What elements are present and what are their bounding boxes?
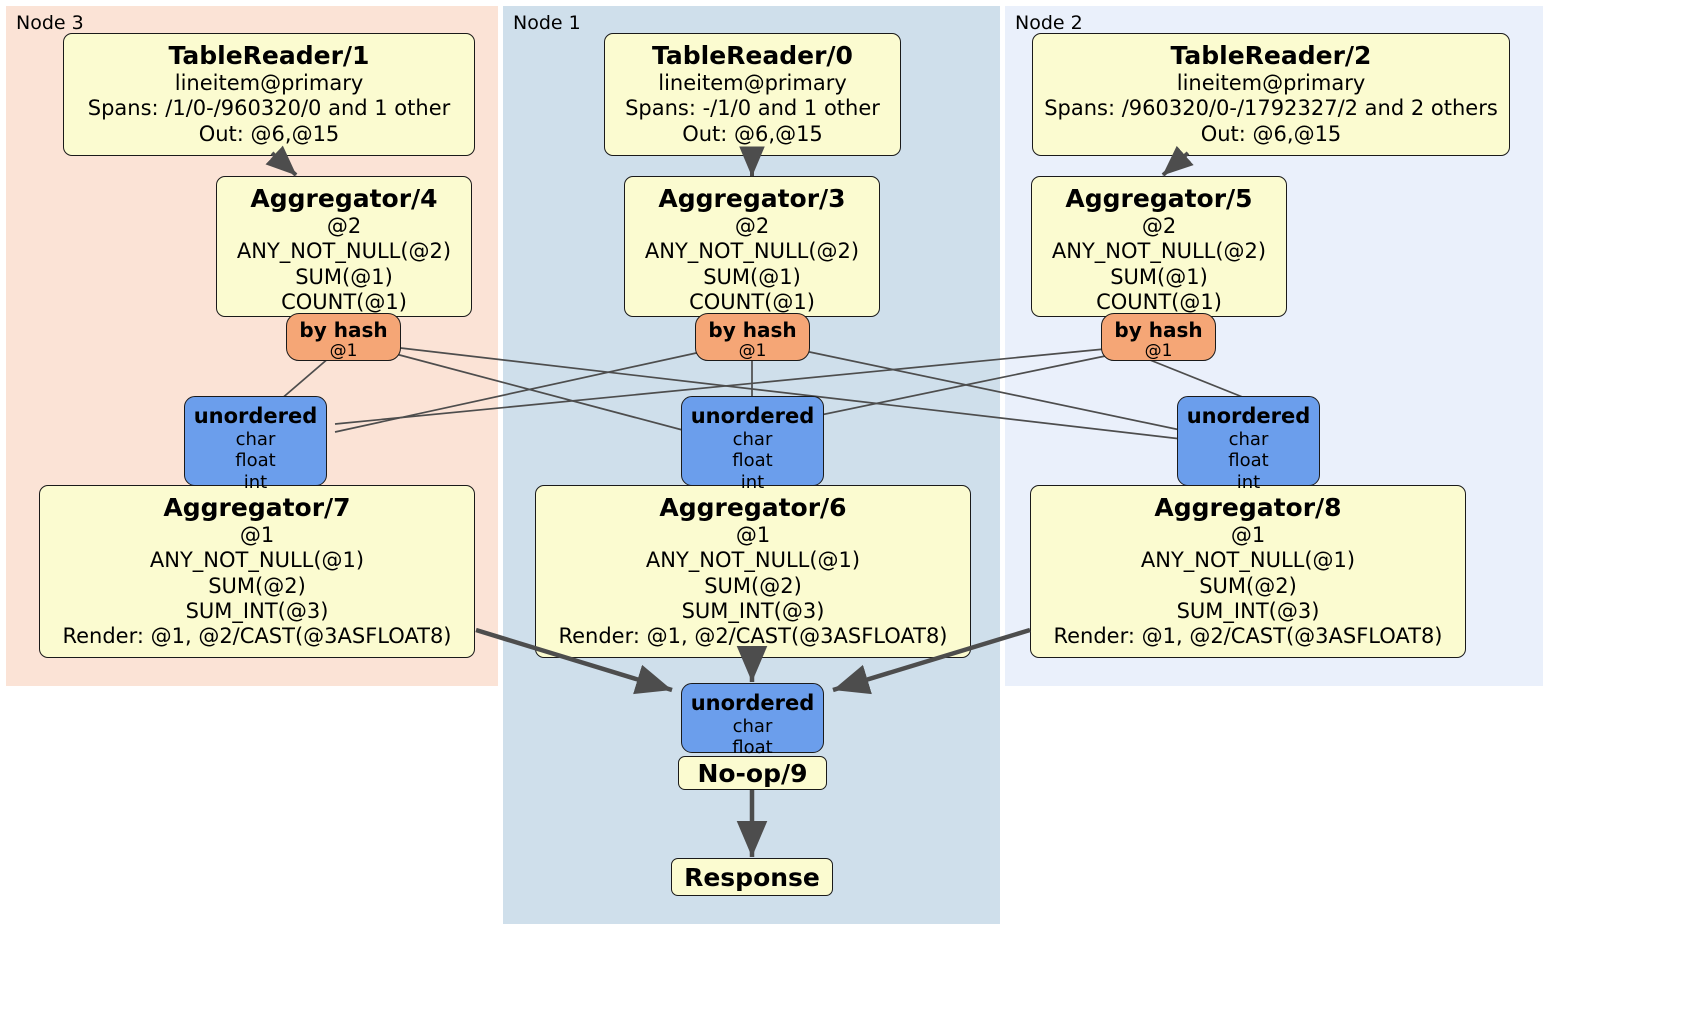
synchronizer-title: unordered	[1186, 404, 1311, 428]
synchronizer-title: unordered	[193, 404, 318, 428]
router-by-hash-node2[interactable]: by hash @1	[1101, 313, 1216, 361]
synchronizer-unordered-node3[interactable]: unordered char float int	[184, 396, 327, 493]
synchronizer-type-1: float	[1228, 450, 1269, 472]
synchronizer-type-0: char	[732, 715, 773, 737]
response-node[interactable]: Response	[671, 858, 833, 896]
processor-agg-1: ANY_NOT_NULL(@2)	[644, 239, 860, 264]
processor-render: Render: @1, @2/CAST(@3ASFLOAT8)	[62, 624, 452, 648]
processor-table-reader-2[interactable]: TableReader/2 lineitem@primary Spans: /9…	[1032, 33, 1510, 156]
processor-title: Aggregator/6	[659, 493, 847, 522]
router-column: @1	[1144, 341, 1173, 361]
processor-noop-9[interactable]: No-op/9	[678, 756, 827, 790]
synchronizer-type-2: int	[243, 471, 268, 493]
processor-table: lineitem@primary	[174, 71, 364, 96]
synchronizer-title: unordered	[690, 404, 815, 428]
processor-title: Aggregator/3	[658, 184, 846, 213]
processor-aggregator-7[interactable]: Aggregator/7 @1 ANY_NOT_NULL(@1) SUM(@2)…	[39, 485, 475, 658]
router-column: @1	[329, 341, 358, 361]
router-title: by hash	[299, 318, 388, 342]
node-panel-label-node3: Node 3	[16, 12, 84, 34]
synchronizer-type-1: float	[732, 737, 773, 759]
processor-table: lineitem@primary	[1176, 71, 1366, 96]
processor-group: @2	[326, 214, 362, 239]
processor-render: Render: @1, @2/CAST(@3ASFLOAT8)	[1053, 624, 1443, 648]
processor-title: TableReader/1	[168, 41, 370, 70]
processor-title: Aggregator/8	[1154, 493, 1342, 522]
synchronizer-unordered-node1[interactable]: unordered char float int	[681, 396, 824, 493]
processor-out: Out: @6,@15	[198, 121, 340, 146]
processor-agg-3: SUM_INT(@3)	[185, 598, 329, 623]
processor-spans: Spans: /1/0-/960320/0 and 1 other	[87, 96, 451, 121]
processor-group: @2	[1141, 214, 1177, 239]
processor-agg-2: SUM(@1)	[703, 264, 801, 289]
processor-table-reader-1[interactable]: TableReader/1 lineitem@primary Spans: /1…	[63, 33, 475, 156]
processor-agg-2: SUM(@1)	[295, 264, 393, 289]
synchronizer-type-0: char	[1228, 428, 1269, 450]
processor-title: TableReader/0	[652, 41, 853, 70]
synchronizer-type-0: char	[732, 428, 773, 450]
response-label: Response	[684, 862, 820, 892]
processor-aggregator-4[interactable]: Aggregator/4 @2 ANY_NOT_NULL(@2) SUM(@1)…	[216, 176, 472, 317]
noop-label: No-op/9	[697, 758, 808, 788]
processor-agg-3: COUNT(@1)	[689, 289, 815, 314]
processor-agg-1: ANY_NOT_NULL(@1)	[1140, 548, 1356, 573]
processor-aggregator-8[interactable]: Aggregator/8 @1 ANY_NOT_NULL(@1) SUM(@2)…	[1030, 485, 1466, 658]
processor-out: Out: @6,@15	[682, 121, 823, 146]
node-panel-label-node2: Node 2	[1015, 12, 1083, 34]
processor-title: Aggregator/7	[163, 493, 351, 522]
processor-spans: Spans: /960320/0-/1792327/2 and 2 others	[1044, 96, 1498, 121]
processor-group: @1	[735, 523, 771, 548]
synchronizer-title: unordered	[690, 691, 815, 715]
processor-agg-1: ANY_NOT_NULL(@1)	[645, 548, 861, 573]
processor-agg-2: SUM(@2)	[1199, 573, 1297, 598]
processor-agg-3: SUM_INT(@3)	[681, 598, 825, 623]
synchronizer-type-1: float	[235, 450, 276, 472]
router-title: by hash	[1114, 318, 1203, 342]
processor-agg-1: ANY_NOT_NULL(@2)	[1051, 239, 1267, 264]
processor-agg-1: ANY_NOT_NULL(@1)	[149, 548, 365, 573]
router-by-hash-node1[interactable]: by hash @1	[695, 313, 810, 361]
router-title: by hash	[708, 318, 797, 342]
processor-agg-1: ANY_NOT_NULL(@2)	[236, 239, 452, 264]
processor-title: TableReader/2	[1170, 41, 1372, 70]
processor-table-reader-0[interactable]: TableReader/0 lineitem@primary Spans: -/…	[604, 33, 901, 156]
processor-out: Out: @6,@15	[1200, 121, 1342, 146]
processor-aggregator-5[interactable]: Aggregator/5 @2 ANY_NOT_NULL(@2) SUM(@1)…	[1031, 176, 1287, 317]
processor-title: Aggregator/4	[250, 184, 438, 213]
processor-agg-2: SUM(@2)	[208, 573, 306, 598]
processor-group: @1	[1230, 523, 1266, 548]
processor-table: lineitem@primary	[658, 71, 847, 96]
processor-agg-3: SUM_INT(@3)	[1176, 598, 1320, 623]
processor-group: @1	[239, 523, 275, 548]
router-column: @1	[738, 341, 767, 361]
synchronizer-type-0: char	[235, 428, 276, 450]
processor-aggregator-3[interactable]: Aggregator/3 @2 ANY_NOT_NULL(@2) SUM(@1)…	[624, 176, 880, 317]
processor-spans: Spans: -/1/0 and 1 other	[625, 96, 880, 121]
node-panel-label-node1: Node 1	[513, 12, 581, 34]
processor-agg-2: SUM(@1)	[1110, 264, 1208, 289]
processor-agg-2: SUM(@2)	[704, 573, 802, 598]
processor-agg-3: COUNT(@1)	[281, 289, 407, 314]
processor-agg-3: COUNT(@1)	[1096, 289, 1222, 314]
processor-group: @2	[734, 214, 770, 239]
router-by-hash-node3[interactable]: by hash @1	[286, 313, 401, 361]
synchronizer-type-2: int	[740, 471, 765, 493]
synchronizer-type-1: float	[732, 450, 773, 472]
synchronizer-unordered-node2[interactable]: unordered char float int	[1177, 396, 1320, 493]
synchronizer-unordered-final[interactable]: unordered char float	[681, 683, 824, 758]
synchronizer-type-2: int	[1236, 471, 1261, 493]
processor-title: Aggregator/5	[1065, 184, 1253, 213]
